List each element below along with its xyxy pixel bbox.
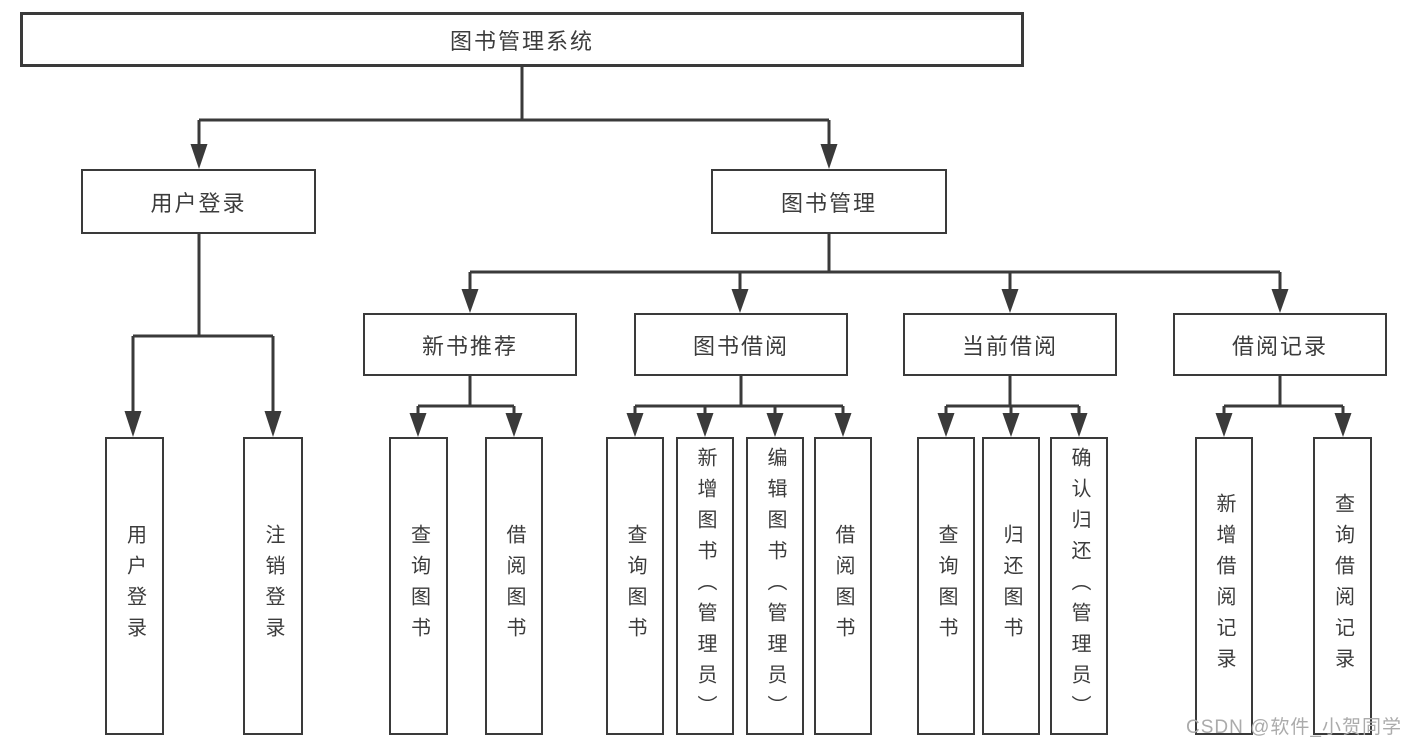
leaf-return-book-label: 归还图书 <box>1000 524 1022 648</box>
connector-new-book-recommendation-children <box>409 376 523 437</box>
leaf-query-book-borrowing: 查询图书 <box>606 437 664 735</box>
node-current-borrowing: 当前借阅 <box>903 313 1117 376</box>
connector-book-management-to-level3 <box>461 234 1289 313</box>
node-book-management-label: 图书管理 <box>780 190 877 216</box>
leaf-query-borrow-record-label: 查询借阅记录 <box>1331 493 1354 679</box>
leaf-add-book-admin-label: 新增图书（管理员） <box>694 446 716 726</box>
leaf-logout-login-label: 注销登录 <box>262 524 284 648</box>
leaf-user-login: 用户登录 <box>105 437 164 735</box>
leaf-borrow-book-recommend-label: 借阅图书 <box>503 524 525 648</box>
connector-borrowing-record-children <box>1215 376 1352 437</box>
leaf-query-book-current: 查询图书 <box>917 437 975 735</box>
node-root: 图书管理系统 <box>20 12 1024 67</box>
leaf-confirm-return-admin-label: 确认归还（管理员） <box>1068 446 1090 726</box>
leaf-edit-book-admin: 编辑图书（管理员） <box>746 437 804 735</box>
leaf-borrow-book-recommend: 借阅图书 <box>485 437 543 735</box>
leaf-query-book-recommend: 查询图书 <box>389 437 448 735</box>
connector-root-to-level2 <box>190 67 838 169</box>
node-book-borrowing: 图书借阅 <box>634 313 848 376</box>
connector-current-borrowing-children <box>937 376 1088 437</box>
leaf-confirm-return-admin: 确认归还（管理员） <box>1050 437 1108 735</box>
leaf-user-login-label: 用户登录 <box>123 524 146 648</box>
leaf-return-book: 归还图书 <box>982 437 1040 735</box>
leaf-query-book-borrowing-label: 查询图书 <box>624 524 646 648</box>
leaf-query-borrow-record: 查询借阅记录 <box>1313 437 1372 735</box>
connector-user-login-children <box>124 234 282 437</box>
node-borrowing-record-label: 借阅记录 <box>1231 333 1328 359</box>
leaf-query-book-recommend-label: 查询图书 <box>407 524 430 648</box>
leaf-logout-login: 注销登录 <box>243 437 303 735</box>
node-user-login: 用户登录 <box>81 169 316 234</box>
node-book-management: 图书管理 <box>711 169 947 234</box>
node-user-login-label: 用户登录 <box>150 190 247 216</box>
leaf-borrow-book-borrowing: 借阅图书 <box>814 437 872 735</box>
node-new-book-recommendation-label: 新书推荐 <box>421 333 518 359</box>
leaf-query-book-current-label: 查询图书 <box>935 524 957 648</box>
leaf-add-book-admin: 新增图书（管理员） <box>676 437 734 735</box>
node-borrowing-record: 借阅记录 <box>1173 313 1387 376</box>
connector-book-borrowing-children <box>626 376 852 437</box>
node-new-book-recommendation: 新书推荐 <box>363 313 577 376</box>
leaf-borrow-book-borrowing-label: 借阅图书 <box>832 524 854 648</box>
node-root-label: 图书管理系统 <box>449 28 594 54</box>
leaf-add-borrow-record-label: 新增借阅记录 <box>1213 493 1235 679</box>
node-book-borrowing-label: 图书借阅 <box>692 333 789 359</box>
leaf-edit-book-admin-label: 编辑图书（管理员） <box>764 446 786 726</box>
node-current-borrowing-label: 当前借阅 <box>961 333 1058 359</box>
leaf-add-borrow-record: 新增借阅记录 <box>1195 437 1253 735</box>
watermark: CSDN @软件_小贺同学 <box>1186 717 1402 738</box>
